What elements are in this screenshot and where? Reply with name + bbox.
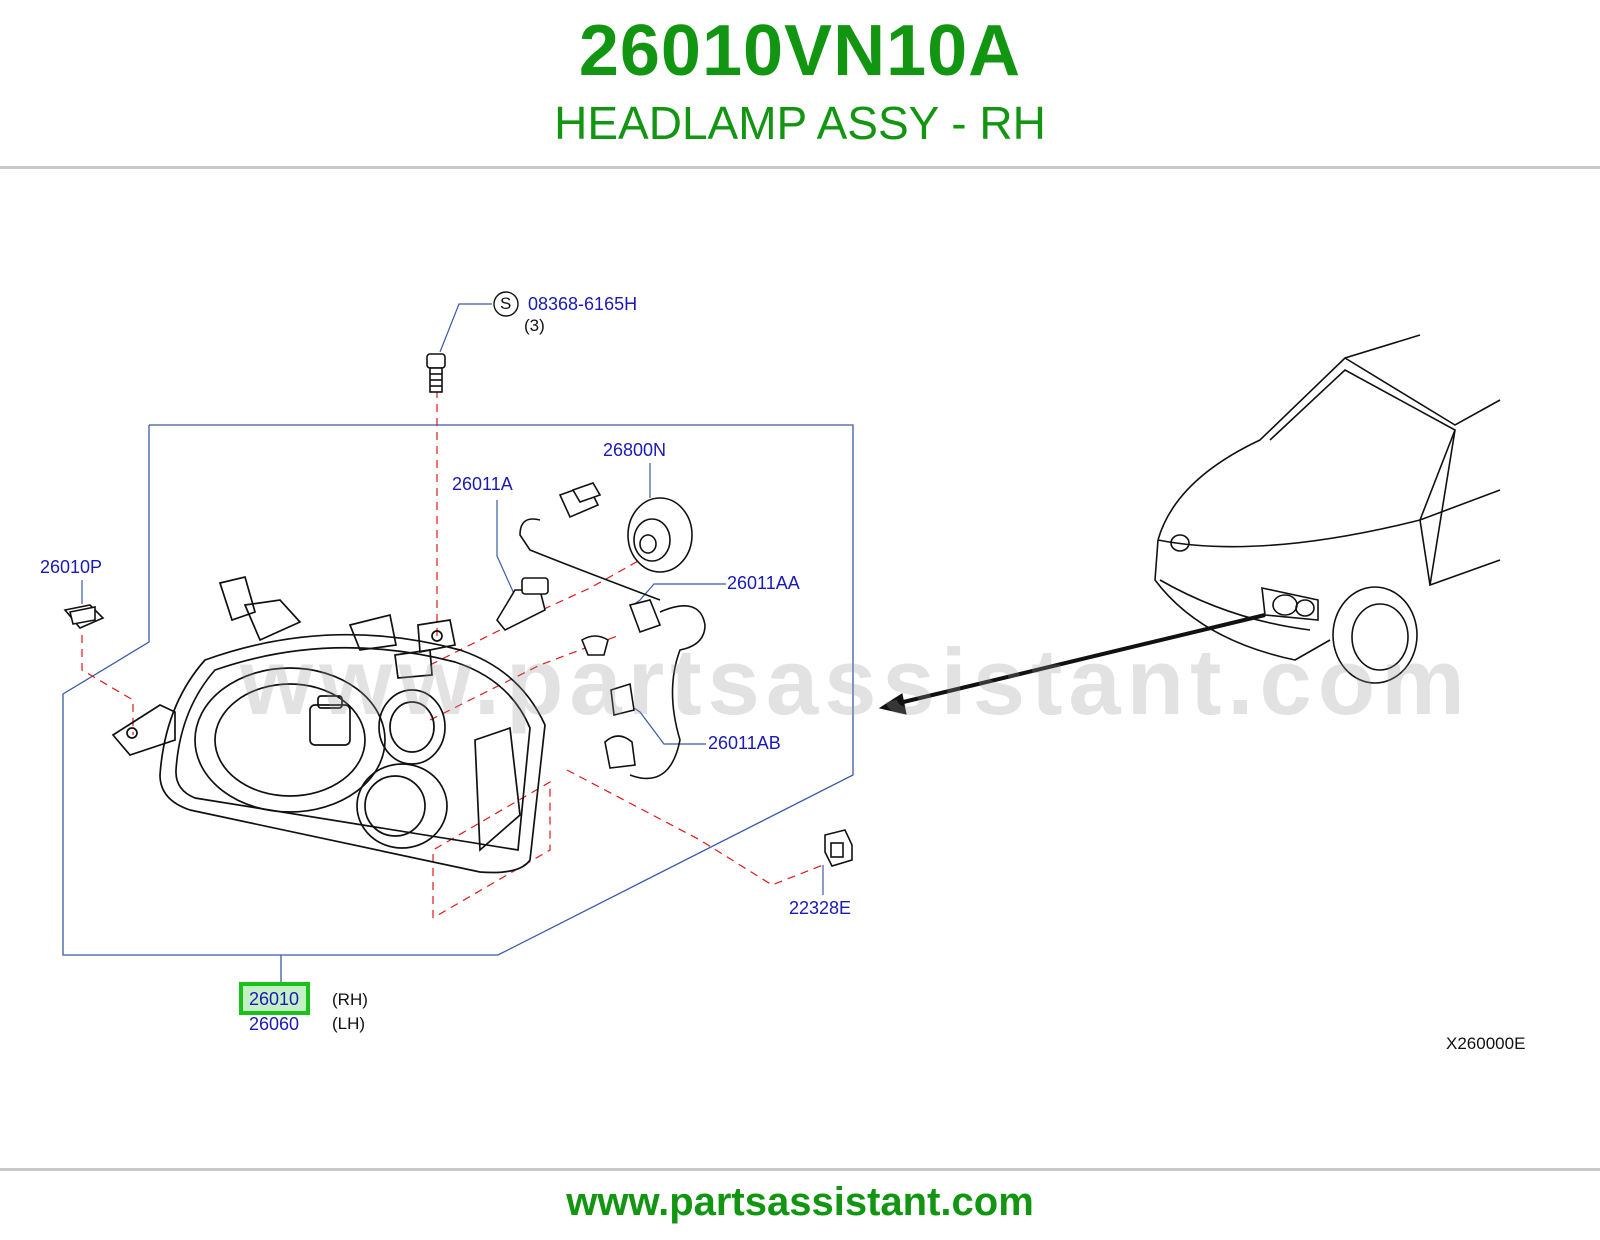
- right-bracket-part: [824, 829, 853, 867]
- footer-divider: [0, 1168, 1600, 1171]
- main-bulb-assembly: [496, 482, 661, 632]
- footer-url[interactable]: www.partsassistant.com: [566, 1180, 1034, 1224]
- callout-socket-lower[interactable]: 26011AB: [708, 733, 781, 753]
- figure-code: X260000E: [1446, 1034, 1526, 1053]
- screw-part: [426, 353, 446, 393]
- callout-screw[interactable]: 08368-6165H: [528, 294, 638, 314]
- screw-quantity: (3): [524, 316, 545, 335]
- callout-leaders: [81, 303, 824, 895]
- header-divider: [0, 166, 1600, 169]
- headlamp-housing: [111, 575, 546, 874]
- side-bulb-wiring: [581, 599, 706, 780]
- selected-part-highlight: [239, 982, 310, 1015]
- part-name-subtitle: HEADLAMP ASSY - RH: [554, 97, 1046, 149]
- assy-lh-label: (LH): [332, 1014, 366, 1033]
- page-header: 26010VN10A HEADLAMP ASSY - RH: [0, 0, 1600, 168]
- part-number-title: 26010VN10A: [578, 11, 1022, 91]
- assy-rh-label: (RH): [332, 990, 368, 1009]
- callout-bracket-right[interactable]: 22328E: [789, 898, 852, 918]
- callout-socket-cap[interactable]: 26800N: [603, 440, 667, 460]
- locator-arrow: [878, 613, 1266, 715]
- callout-side-bulb[interactable]: 26011AA: [727, 573, 800, 593]
- callout-bulb-main[interactable]: 26011A: [452, 474, 513, 494]
- assembly-outline: [62, 424, 854, 982]
- callout-assy-rh[interactable]: 26010: [249, 989, 300, 1009]
- dashed-leaders: [81, 390, 824, 919]
- screw-symbol-circle: [493, 291, 519, 317]
- socket-cap-part: [627, 497, 693, 573]
- screw-symbol: S: [500, 294, 512, 313]
- callout-clip-left[interactable]: 26010P: [40, 557, 103, 577]
- vehicle-illustration: [1154, 334, 1501, 684]
- callout-assy-lh[interactable]: 26060: [249, 1014, 300, 1034]
- left-clip-part: [63, 604, 105, 629]
